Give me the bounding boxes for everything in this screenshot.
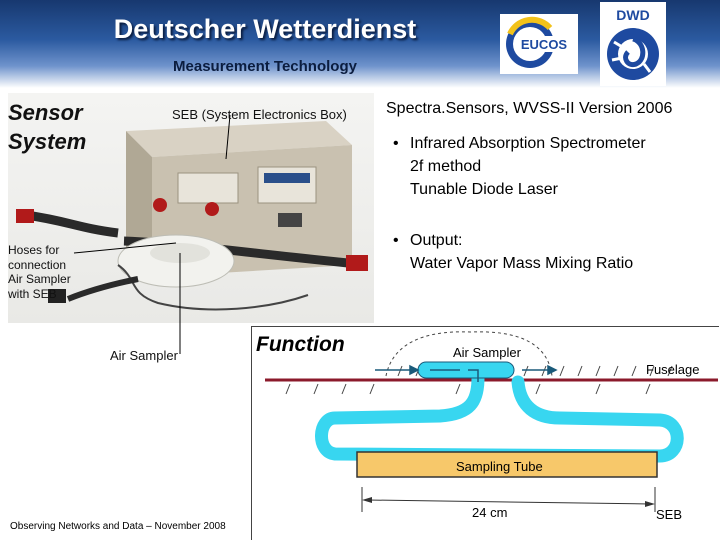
sensor-hardware-illustration xyxy=(16,114,368,323)
footer-text: Observing Networks and Data – November 2… xyxy=(10,521,226,532)
function-diagram-frame xyxy=(251,326,719,540)
seb-caption: SEB (System Electronics Box) xyxy=(172,107,347,122)
air-sampler-outline xyxy=(385,331,553,377)
seb-diagram-label: SEB xyxy=(656,507,683,522)
length-arrow-line xyxy=(367,499,651,505)
hoses-caption-line: Air Sampler xyxy=(8,272,71,286)
tube-loop xyxy=(315,371,684,463)
bullet-line: Water Vapor Mass Mixing Ratio xyxy=(410,255,634,272)
sampling-tube-label: Sampling Tube xyxy=(456,459,543,474)
flow-arrows xyxy=(375,364,558,382)
sampling-tube-bar xyxy=(356,451,658,478)
page-subtitle: Measurement Technology xyxy=(173,58,357,75)
air-sampler-caption: Air Sampler xyxy=(110,348,178,363)
hoses-caption: Hoses for connection Air Sampler with SE… xyxy=(8,243,71,301)
page-title: Deutscher Wetterdienst xyxy=(113,14,417,44)
hoses-caption-line: Hoses for xyxy=(8,243,60,257)
bullet-line: Output: xyxy=(410,232,463,249)
bullet-marker: • xyxy=(393,232,399,249)
bullet-marker: • xyxy=(393,135,399,152)
hoses-caption-line: with SEB xyxy=(8,286,57,301)
length-arrow-head-left xyxy=(362,497,372,503)
length-label: 24 cm xyxy=(472,505,508,520)
fuselage-label: Fuselage xyxy=(646,362,700,377)
eucos-logo-text: EUCOS xyxy=(521,37,568,52)
eucos-logo: EUCOS xyxy=(500,14,578,74)
bullet-line: Tunable Diode Laser xyxy=(410,181,558,198)
sensor-system-photo xyxy=(8,93,374,323)
dwd-logo: DWD xyxy=(600,2,666,86)
sensor-heading-line2: System xyxy=(8,129,87,154)
bullet-text: Infrared Absorption Spectrometer 2f meth… xyxy=(410,132,646,201)
hoses-caption-line: connection xyxy=(8,257,67,272)
sensor-heading-line1: Sensor xyxy=(8,100,83,125)
function-heading: Function xyxy=(256,333,345,356)
diagram-air-sampler-label: Air Sampler xyxy=(453,345,521,360)
length-arrow-head-right xyxy=(645,501,655,507)
function-diagram xyxy=(179,322,718,512)
sensor-system-heading: Sensor System xyxy=(8,98,86,156)
product-name: Spectra.Sensors, WVSS-II Version 2006 xyxy=(386,100,673,117)
bullet-text: Output: Water Vapor Mass Mixing Ratio xyxy=(410,229,633,275)
bullet-line: 2f method xyxy=(410,158,482,175)
bullet-line: Infrared Absorption Spectrometer xyxy=(410,135,646,152)
dwd-logo-text: DWD xyxy=(616,7,649,23)
